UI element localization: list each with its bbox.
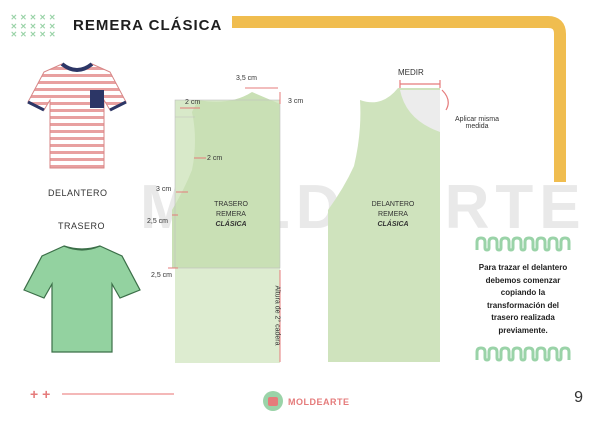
dim-neck-width: 3,5 cm <box>236 75 258 82</box>
dot-grid-decoration: ✕✕✕✕✕ ✕✕✕✕✕ ✕✕✕✕✕ <box>10 13 56 40</box>
plus-decoration: + + <box>30 386 51 402</box>
footer-line <box>62 393 174 395</box>
instruction-note: Para trazar el delantero debemos comenza… <box>478 263 568 335</box>
front-label: DELANTERO <box>48 188 108 198</box>
dim-armhole: 2 cm <box>207 155 223 162</box>
brand-logo-icon <box>263 391 283 411</box>
dim-side: 3 cm <box>156 186 172 193</box>
back-piece-label: TRASERO REMERA CLÁSICA <box>214 201 248 228</box>
dim-hip: 2,5 cm <box>151 272 173 279</box>
back-label: TRASERO <box>58 221 106 231</box>
page-number: 9 <box>574 389 583 406</box>
wave-decoration-bottom <box>475 346 571 362</box>
brand-name: MOLDEARTE <box>288 397 350 407</box>
apply-measure-label: Aplicar misma medida <box>455 116 499 130</box>
dim-shoulder: 2 cm <box>185 99 201 106</box>
dim-hip-height: Altura de 2° cadera <box>273 285 281 346</box>
page-title: REMERA CLÁSICA <box>73 17 223 34</box>
front-piece-label: DELANTERO REMERA CLÁSICA <box>371 201 415 228</box>
green-tshirt-icon <box>23 245 141 353</box>
front-pattern-piece <box>328 80 449 362</box>
striped-tshirt-icon <box>27 62 127 169</box>
back-pattern-piece <box>168 87 281 363</box>
dim-waist: 2,5 cm <box>147 218 169 225</box>
measure-label: MEDIR <box>398 68 424 77</box>
dim-neck-depth: 3 cm <box>288 98 304 105</box>
wave-decoration-top <box>475 236 571 252</box>
